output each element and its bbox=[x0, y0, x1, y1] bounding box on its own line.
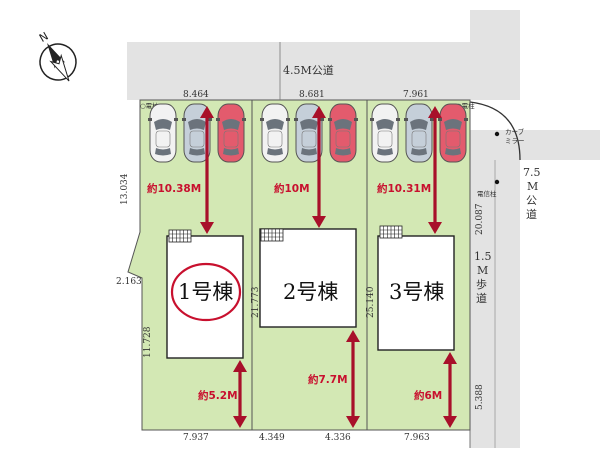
car-icon-lot3-2 bbox=[404, 103, 434, 163]
curve-mirror-icon bbox=[494, 131, 500, 137]
dim-bottom-lot1: 7.937 bbox=[183, 433, 209, 443]
corner-curve bbox=[469, 101, 521, 161]
car-icon-lot2-3 bbox=[328, 103, 358, 163]
dim-top-lot1: 8.464 bbox=[183, 90, 209, 100]
dim-left-upper: 13.034 bbox=[120, 173, 130, 205]
right-road-label: 7.5 M 公 道 bbox=[523, 166, 541, 221]
svg-text:歩: 歩 bbox=[476, 277, 487, 291]
distance-lot2-back: 約7.7M bbox=[308, 373, 348, 386]
car-icon-lot2-1 bbox=[260, 103, 290, 163]
building-1-highlight-circle bbox=[170, 262, 242, 322]
dim-bottom-lot2b: 4.336 bbox=[325, 433, 351, 443]
north-compass-icon: N bbox=[37, 30, 77, 82]
svg-text:道: 道 bbox=[476, 291, 487, 305]
lot3-pole-marker: ○電柱 bbox=[456, 101, 475, 110]
arrow-lot3-back bbox=[443, 352, 457, 428]
svg-text:道: 道 bbox=[526, 207, 537, 221]
arrow-lot2-back bbox=[346, 330, 360, 428]
arrow-lot1-back bbox=[233, 360, 247, 428]
stair-grid-1 bbox=[168, 229, 192, 243]
building-2-label: 2号棟 bbox=[283, 280, 338, 304]
arrow-lot2-front bbox=[312, 106, 326, 228]
car-icon-lot1-3 bbox=[216, 103, 246, 163]
distance-lot2-front: 約10M bbox=[274, 182, 310, 195]
car-icon-lot1-1 bbox=[148, 103, 178, 163]
distance-lot1-back: 約5.2M bbox=[198, 389, 238, 402]
right-road-upper bbox=[490, 10, 520, 100]
road-gap bbox=[470, 100, 600, 130]
stair-grid-2 bbox=[260, 228, 284, 242]
svg-text:公: 公 bbox=[526, 194, 537, 207]
distance-lot3-front: 約10.31M bbox=[377, 182, 431, 195]
dim-top-lot2: 8.681 bbox=[299, 90, 325, 100]
car-icon-lot1-2 bbox=[182, 103, 212, 163]
dim-left-notch: 2.163 bbox=[116, 277, 142, 287]
compass-label: N bbox=[37, 30, 51, 45]
car-icon-lot2-2 bbox=[294, 103, 324, 163]
arrow-lot3-front bbox=[428, 106, 442, 234]
svg-text:7.5: 7.5 bbox=[523, 166, 541, 179]
top-road bbox=[127, 42, 490, 100]
dim-left-lower: 11.728 bbox=[143, 326, 153, 358]
telephone-pole-label: 電信柱 bbox=[477, 189, 497, 198]
dim-bottom-lot2a: 4.349 bbox=[259, 433, 285, 443]
building-3-label: 3号棟 bbox=[389, 280, 444, 304]
right-road-main bbox=[470, 130, 600, 448]
stair-grid-3 bbox=[379, 225, 403, 239]
car-icon-lot3-3 bbox=[438, 103, 468, 163]
svg-text:1.5: 1.5 bbox=[474, 250, 492, 263]
distance-lot1-front: 約10.38M bbox=[147, 182, 201, 195]
telephone-pole-icon bbox=[494, 179, 500, 185]
parking-cars bbox=[148, 103, 468, 163]
distance-lot3-back: 約6M bbox=[414, 389, 442, 402]
car-icon-lot3-1 bbox=[370, 103, 400, 163]
top-road-label: 4.5M公道 bbox=[283, 63, 334, 77]
building-3 bbox=[377, 235, 455, 351]
dim-right-lower: 5.388 bbox=[475, 384, 485, 410]
lot1-pole-marker: ○電柱 bbox=[140, 101, 159, 110]
sidewalk-label: 1.5 M 歩 道 bbox=[474, 250, 492, 305]
arrow-lot1-front bbox=[200, 106, 214, 234]
dim-bottom-lot3: 7.963 bbox=[404, 433, 430, 443]
dim-right-upper: 20.087 bbox=[475, 203, 485, 235]
dim-between-2-3: 25.140 bbox=[366, 286, 376, 318]
curve-mirror-label: カーブ bbox=[505, 127, 525, 136]
building-1 bbox=[166, 235, 244, 359]
svg-text:M: M bbox=[477, 264, 488, 277]
building-1-label: 1号棟 bbox=[178, 280, 233, 304]
dim-top-lot3: 7.961 bbox=[403, 90, 429, 100]
curve-mirror-label-2: ミラー bbox=[505, 137, 525, 145]
building-2 bbox=[259, 228, 357, 328]
dim-between-1-2: 21.773 bbox=[251, 286, 261, 318]
svg-text:M: M bbox=[527, 180, 538, 193]
